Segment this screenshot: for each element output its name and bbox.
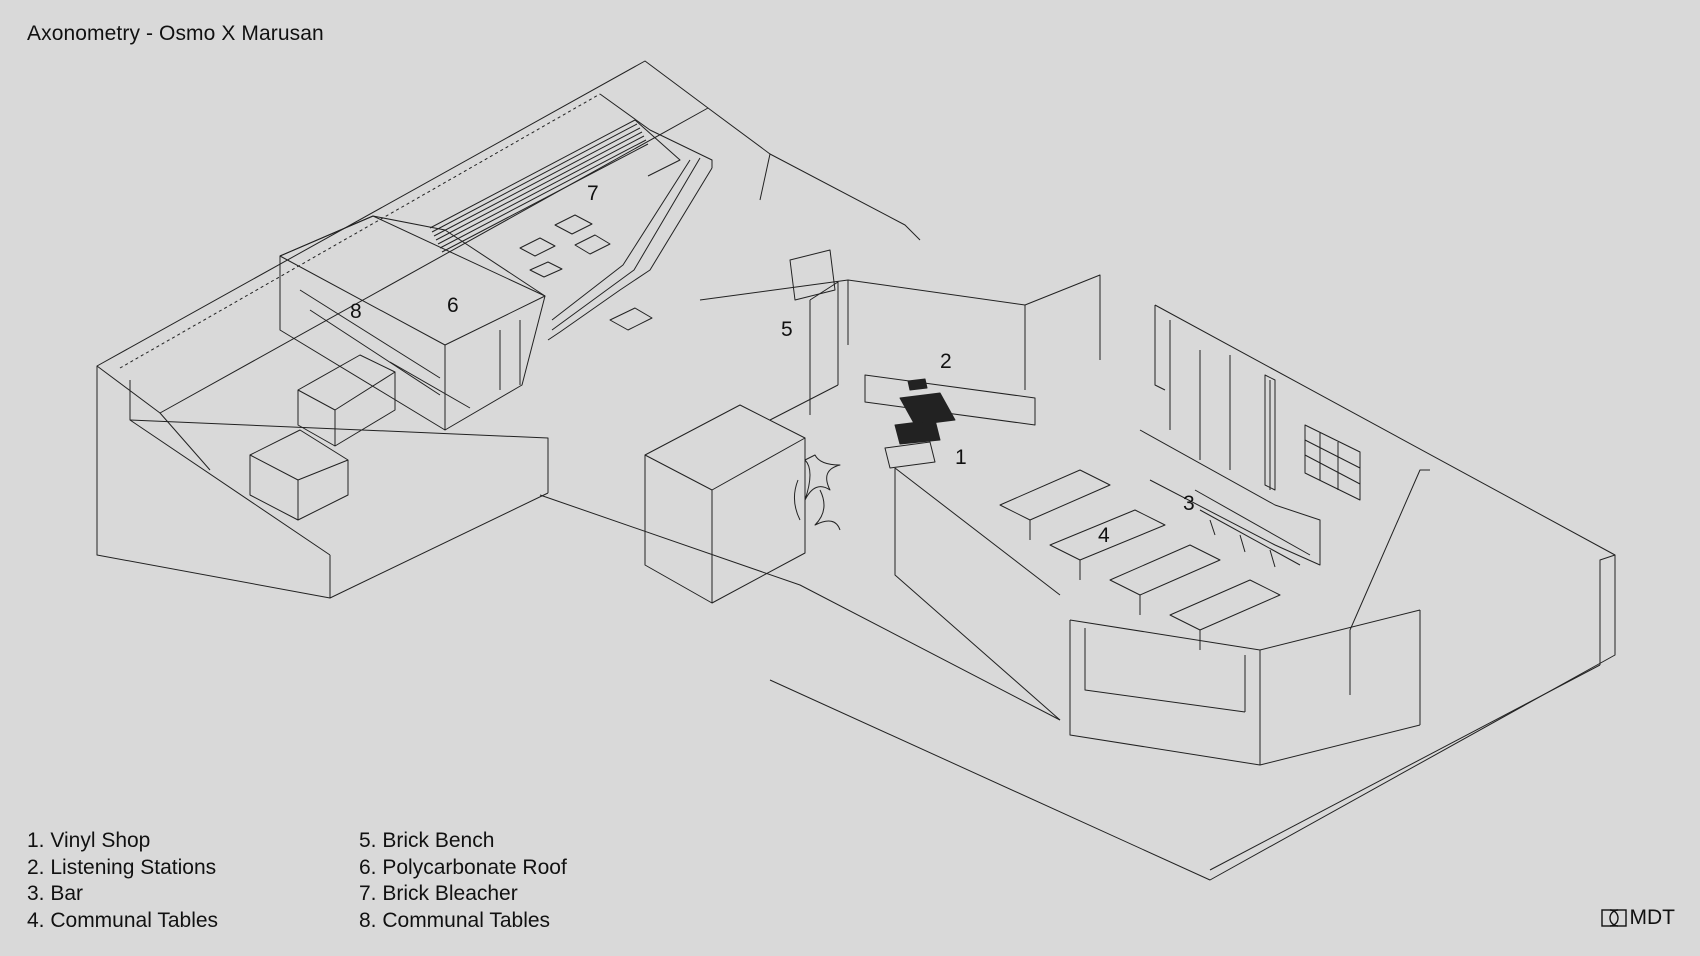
center-area bbox=[539, 107, 1101, 721]
legend-item: 4. Communal Tables bbox=[27, 908, 219, 932]
page-title: Axonometry - Osmo X Marusan bbox=[27, 22, 324, 45]
brick-bleacher bbox=[429, 119, 681, 253]
legend-item: 6. Polycarbonate Roof bbox=[359, 855, 567, 879]
legend-item: 2. Listening Stations bbox=[27, 855, 217, 879]
listening-stations bbox=[789, 249, 1036, 469]
legend-item: 5. Brick Bench bbox=[359, 829, 495, 852]
plants bbox=[794, 454, 841, 531]
bar bbox=[1139, 429, 1321, 568]
marker-2: 2 bbox=[940, 350, 952, 373]
legend-item: 1. Vinyl Shop bbox=[27, 829, 151, 852]
marker-5: 5 bbox=[781, 318, 793, 341]
polycarbonate-roof-structure bbox=[279, 215, 546, 431]
markers: 1 2 3 4 5 6 7 8 bbox=[350, 182, 1195, 547]
communal-tables bbox=[999, 469, 1281, 650]
brand-name: MDT bbox=[1629, 906, 1676, 929]
legend-right: 5. Brick Bench 6. Polycarbonate Roof 7. … bbox=[359, 828, 567, 934]
right-block bbox=[769, 304, 1616, 881]
center-cube bbox=[644, 404, 806, 604]
marker-8: 8 bbox=[350, 300, 362, 323]
legend-item: 7. Brick Bleacher bbox=[359, 882, 518, 905]
legend-item: 8. Communal Tables bbox=[359, 908, 551, 932]
marker-4: 4 bbox=[1098, 524, 1110, 547]
marker-7: 7 bbox=[587, 182, 599, 205]
brand-logo: MDT bbox=[1600, 906, 1676, 930]
marker-3: 3 bbox=[1183, 492, 1195, 515]
left-block bbox=[96, 60, 713, 599]
vinyl-shelving bbox=[1304, 424, 1361, 501]
storage-boxes bbox=[249, 354, 396, 521]
marker-6: 6 bbox=[447, 294, 459, 317]
legend-item: 3. Bar bbox=[27, 882, 84, 905]
legend-left: 1. Vinyl Shop 2. Listening Stations 3. B… bbox=[27, 828, 218, 934]
mdt-logo-icon bbox=[1600, 909, 1627, 927]
bleacher-tables bbox=[519, 214, 653, 331]
marker-1: 1 bbox=[955, 446, 967, 469]
bleacher-walls bbox=[1069, 469, 1430, 766]
